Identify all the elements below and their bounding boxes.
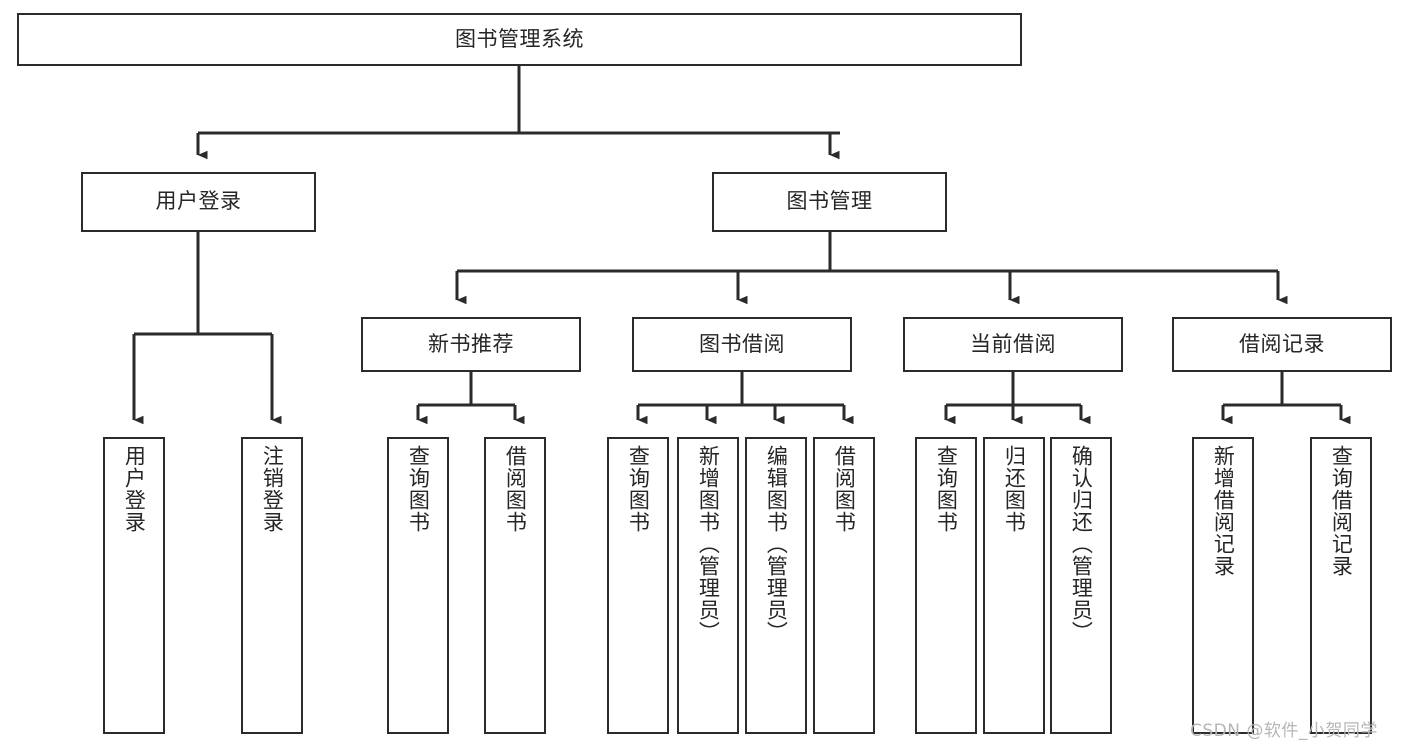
node-root-label: 图书管理系统 (455, 26, 584, 51)
node-leaf-return-book-label: 归还图书 (1002, 445, 1027, 533)
node-borrow-record[interactable]: 借阅记录 (1172, 317, 1392, 372)
node-leaf-add-record-label: 新增借阅记录 (1211, 445, 1236, 577)
node-leaf-borrow-book-2-label: 借阅图书 (832, 445, 857, 533)
node-leaf-query-book-1-label: 查询图书 (406, 445, 431, 533)
node-book-manage-label: 图书管理 (786, 189, 873, 214)
node-current-borrow-label: 当前借阅 (970, 331, 1056, 356)
node-leaf-user-login-label: 用户登录 (122, 445, 147, 533)
node-leaf-add-record[interactable]: 新增借阅记录 (1192, 437, 1254, 734)
node-book-borrow[interactable]: 图书借阅 (632, 317, 852, 372)
node-leaf-return-book[interactable]: 归还图书 (983, 437, 1045, 734)
node-leaf-query-record-label: 查询借阅记录 (1329, 445, 1354, 577)
node-leaf-logout[interactable]: 注销登录 (241, 437, 303, 734)
node-leaf-add-book[interactable]: 新增图书（管理员） (677, 437, 739, 734)
node-leaf-user-login[interactable]: 用户登录 (103, 437, 165, 734)
node-leaf-edit-book[interactable]: 编辑图书（管理员） (745, 437, 807, 734)
node-leaf-query-book-2[interactable]: 查询图书 (607, 437, 669, 734)
node-leaf-logout-label: 注销登录 (260, 445, 285, 533)
node-user-login[interactable]: 用户登录 (81, 172, 316, 232)
node-leaf-query-record[interactable]: 查询借阅记录 (1310, 437, 1372, 734)
node-leaf-query-book-1[interactable]: 查询图书 (387, 437, 449, 734)
node-book-borrow-label: 图书借阅 (699, 331, 785, 356)
node-current-borrow[interactable]: 当前借阅 (903, 317, 1123, 372)
node-leaf-borrow-book-1-label: 借阅图书 (503, 445, 528, 533)
node-user-login-label: 用户登录 (155, 189, 242, 214)
node-leaf-confirm-return[interactable]: 确认归还（管理员） (1050, 437, 1112, 734)
node-root[interactable]: 图书管理系统 (17, 13, 1022, 66)
node-leaf-borrow-book-1[interactable]: 借阅图书 (484, 437, 546, 734)
node-new-book-rec-label: 新书推荐 (428, 331, 514, 356)
node-leaf-borrow-book-2[interactable]: 借阅图书 (813, 437, 875, 734)
node-leaf-query-book-3[interactable]: 查询图书 (915, 437, 977, 734)
node-leaf-query-book-2-label: 查询图书 (626, 445, 651, 533)
node-borrow-record-label: 借阅记录 (1239, 331, 1325, 356)
node-book-manage[interactable]: 图书管理 (712, 172, 947, 232)
node-new-book-rec[interactable]: 新书推荐 (361, 317, 581, 372)
node-leaf-confirm-return-label: 确认归还（管理员） (1069, 445, 1094, 643)
node-leaf-query-book-3-label: 查询图书 (934, 445, 959, 533)
node-leaf-edit-book-label: 编辑图书（管理员） (764, 445, 789, 643)
csdn-watermark: CSDN @软件_小贺同学 (1190, 721, 1378, 741)
node-leaf-add-book-label: 新增图书（管理员） (696, 445, 721, 643)
